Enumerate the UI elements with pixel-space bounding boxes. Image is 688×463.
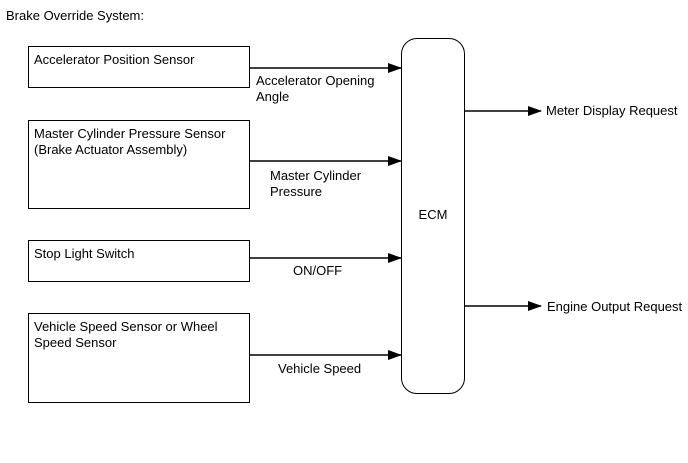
master-cylinder-signal-label: Master Cylinder Pressure [270,168,361,200]
master-cylinder-pressure-sensor-label: Master Cylinder Pressure Sensor (Brake A… [34,126,225,158]
master-cylinder-pressure-sensor-box: Master Cylinder Pressure Sensor (Brake A… [28,120,250,209]
meter-display-request-label: Meter Display Request [546,103,678,118]
vehicle-speed-sensor-label: Vehicle Speed Sensor or Wheel Speed Sens… [34,319,218,351]
accelerator-signal-line-1: Accelerator Opening [256,73,375,88]
accelerator-position-sensor-box: Accelerator Position Sensor [28,46,250,88]
accelerator-position-sensor-line-1: Accelerator Position Sensor [34,52,195,67]
vehicle-speed-sensor-line-2: Speed Sensor [34,335,117,350]
accelerator-position-sensor-label: Accelerator Position Sensor [34,52,194,68]
master-cylinder-signal-line-2: Pressure [270,184,323,199]
stop-light-switch-label: Stop Light Switch [34,246,134,262]
master-cylinder-signal-line-1: Master Cylinder [270,168,362,183]
ecm-block: ECM [401,38,465,394]
vehicle-speed-sensor-box: Vehicle Speed Sensor or Wheel Speed Sens… [28,313,250,403]
stop-light-switch-line-1: Stop Light Switch [34,246,135,261]
diagram-title: Brake Override System: [6,8,144,23]
vehicle-speed-signal-label: Vehicle Speed [278,361,361,377]
accelerator-signal-line-2: Angle [256,89,290,104]
vehicle-speed-sensor-line-1: Vehicle Speed Sensor or Wheel [34,319,218,334]
stop-light-signal-label: ON/OFF [293,263,342,279]
stop-light-signal-line-1: ON/OFF [293,263,343,278]
stop-light-switch-box: Stop Light Switch [28,240,250,282]
vehicle-speed-signal-line-1: Vehicle Speed [278,361,362,376]
master-cylinder-pressure-sensor-line-2: (Brake Actuator Assembly) [34,142,188,157]
ecm-label: ECM [418,207,448,222]
master-cylinder-pressure-sensor-line-1: Master Cylinder Pressure Sensor [34,126,226,141]
accelerator-signal-label: Accelerator Opening Angle [256,73,375,105]
engine-output-request-label: Engine Output Request [547,299,683,314]
